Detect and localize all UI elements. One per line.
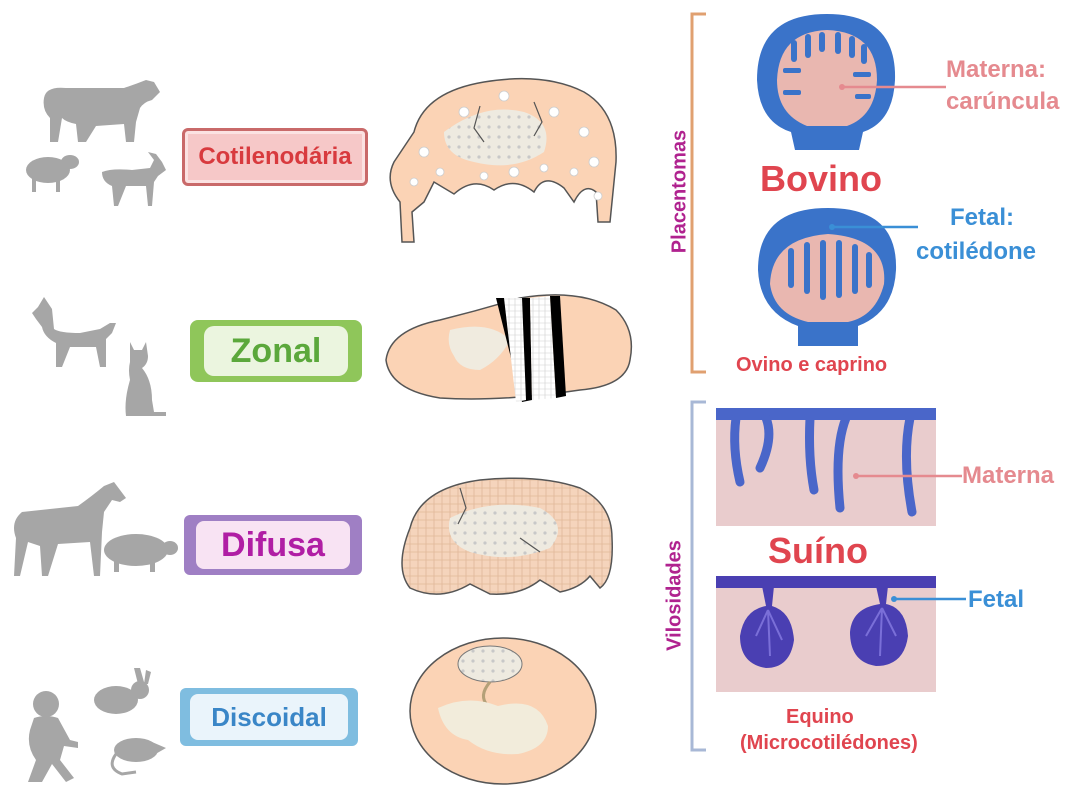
label-materna: Materna	[962, 462, 1054, 490]
materna-pointer	[838, 82, 948, 92]
pig-icon	[98, 530, 178, 574]
cotyledonary-placenta	[384, 72, 624, 242]
label-cotilenodaria: Cotilenodária	[182, 128, 368, 186]
label-fetal-cotiledone-1: Fetal:	[950, 204, 1014, 232]
label-difusa-text: Difusa	[221, 526, 325, 565]
rat-icon	[102, 728, 172, 778]
goat-icon	[92, 152, 172, 210]
label-ovino-caprino: Ovino e caprino	[736, 354, 887, 377]
discoidal-placenta	[408, 636, 598, 786]
label-bovino: Bovino	[760, 158, 882, 200]
cat-icon	[120, 340, 170, 420]
group-label-placentomas: Placentomas	[669, 122, 692, 262]
label-fetal: Fetal	[968, 586, 1024, 614]
materna-pointer-2	[852, 471, 964, 481]
fetal-pointer	[828, 222, 920, 232]
label-cotilenodaria-text: Cotilenodária	[198, 143, 351, 171]
label-suino: Suíno	[768, 530, 868, 572]
group-label-vilosidades: Vilosidades	[664, 526, 687, 666]
label-discoidal: Discoidal	[180, 688, 358, 746]
label-zonal: Zonal	[190, 320, 362, 382]
label-equino-2: (Microcotilédones)	[740, 732, 918, 755]
baby-icon	[22, 690, 92, 790]
bracket-vilosidades	[686, 398, 710, 758]
swine-villi	[716, 408, 936, 528]
label-discoidal-text: Discoidal	[211, 702, 327, 733]
cow-icon	[36, 78, 166, 148]
label-materna-caruncula-2: carúncula	[946, 88, 1059, 116]
sheep-icon	[22, 152, 82, 194]
zonal-placenta	[380, 290, 640, 410]
label-difusa: Difusa	[184, 515, 362, 575]
label-equino-1: Equino	[786, 706, 854, 729]
label-materna-caruncula-1: Materna:	[946, 56, 1046, 84]
label-fetal-cotiledone-2: cotilédone	[916, 238, 1036, 266]
fetal-pointer-2	[890, 594, 968, 604]
dog-icon	[30, 293, 120, 373]
diffuse-placenta	[390, 468, 620, 608]
label-zonal-text: Zonal	[231, 332, 322, 371]
rabbit-icon	[86, 668, 156, 718]
